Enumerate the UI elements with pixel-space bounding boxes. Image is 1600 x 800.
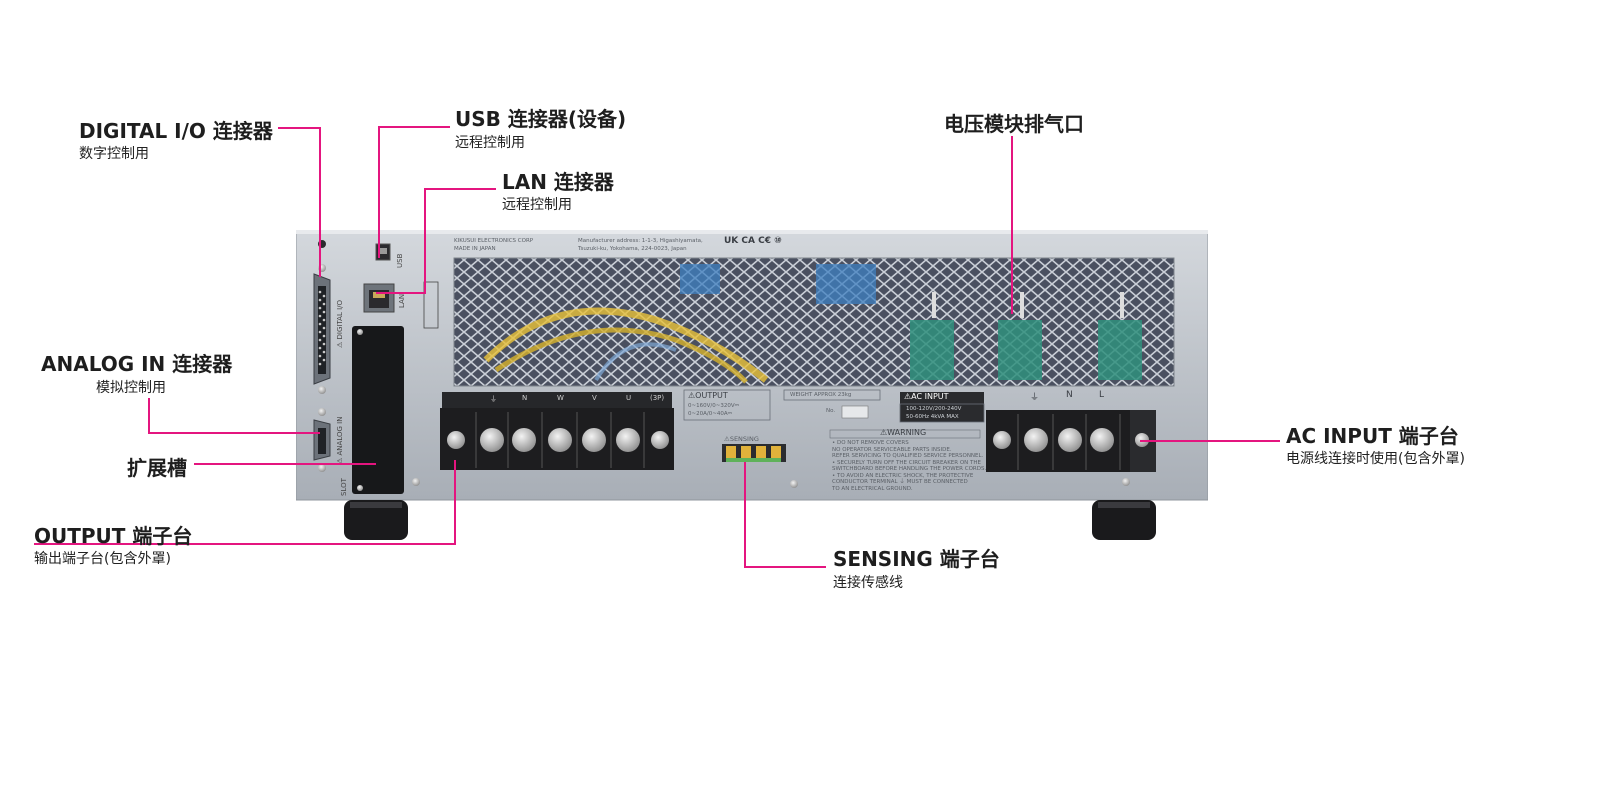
leader-usb-h — [378, 126, 450, 128]
right-foot — [1092, 500, 1156, 540]
usb-panel-label: USB — [396, 253, 404, 268]
leader-lan-h — [424, 188, 496, 190]
leader-lan-h2 — [376, 292, 426, 294]
panel-address-2: Tsuzuki-ku, Yokohama, 224-0023, Japan — [578, 246, 687, 252]
callout-slot-title: 扩展槽 — [127, 456, 187, 480]
panel-made-in: MADE IN JAPAN — [454, 246, 496, 252]
warning-line: TO AN ELECTRICAL GROUND. — [832, 485, 913, 492]
leader-lan-v — [424, 188, 426, 294]
leader-analog-in-v — [148, 398, 150, 434]
warning-panel-label: ⚠WARNING — [880, 428, 927, 437]
digital-io-panel-label: ⚠ DIGITAL I/O — [336, 299, 344, 348]
lan-panel-label: LAN — [398, 293, 406, 308]
leader-analog-in-h — [148, 432, 320, 434]
left-foot — [344, 500, 408, 540]
serial-no-label: No. — [826, 408, 836, 414]
weight-label: WEIGHT APPROX 23kg — [790, 392, 852, 398]
leader-sensing-v — [744, 462, 746, 568]
leader-vent-v — [1011, 136, 1013, 314]
warning-text-block: • DO NOT REMOVE COVERS NO OPERATOR SERVI… — [832, 440, 992, 492]
leader-sensing-h — [744, 566, 826, 568]
warning-line: SWITCHBOARD BEFORE HANDLING THE POWER CO… — [832, 466, 987, 472]
leader-digital-io-v — [319, 127, 321, 277]
warning-line: CONDUCTOR TERMINAL ⏚ MUST BE CONNECTED — [832, 479, 968, 485]
callout-sensing-sub: 连接传感线 — [833, 575, 903, 591]
ac-terminal-label: L — [1099, 390, 1105, 400]
callout-lan-sub: 远程控制用 — [502, 197, 572, 213]
panel-maker: KIKUSUI ELECTRONICS CORP — [454, 238, 534, 244]
sensing-terminal-block — [722, 444, 786, 462]
callout-digital-io-title: DIGITAL I/O 连接器 — [79, 119, 273, 143]
callout-output-sub: 输出端子台(包含外罩) — [34, 551, 171, 567]
leader-ac-input-h — [1140, 440, 1280, 442]
callout-digital-io-sub: 数字控制用 — [79, 146, 149, 162]
warning-line: NO OPERATOR SERVICEABLE PARTS INSIDE. — [832, 446, 952, 453]
output-spec-2: 0~20A/0~40A⎓ — [688, 411, 732, 417]
ac-input-panel-label: ⚠AC INPUT — [904, 392, 949, 401]
callout-ac-input-title: AC INPUT 端子台 — [1286, 424, 1459, 448]
output-terminal-label: N — [522, 394, 528, 402]
panel-address-1: Manufacturer address: 1-1-3, Higashiyama… — [578, 238, 703, 244]
callout-output-title: OUTPUT 端子台 — [34, 524, 193, 548]
warning-line: REFER SERVICING TO QUALIFIED SERVICE PER… — [832, 453, 984, 459]
callout-ac-input-sub: 电源线连接时使用(包含外罩) — [1286, 451, 1465, 467]
analog-in-panel-label: ⚠ ANALOG IN — [336, 416, 344, 464]
ac-spec-1: 100-120V/200-240V — [906, 406, 962, 412]
warning-line: • SECURELY TURN OFF THE CIRCUIT BREAKER … — [832, 459, 982, 466]
callout-sensing-title: SENSING 端子台 — [833, 547, 1000, 571]
sensing-panel-label: ⚠SENSING — [724, 435, 759, 443]
slot-panel-label: SLOT — [340, 478, 348, 496]
vent-mesh — [453, 257, 1175, 387]
output-terminal-label: V — [592, 394, 597, 402]
leader-output-v — [454, 460, 456, 545]
ac-terminal-label: N — [1066, 390, 1073, 400]
leader-slot-h — [194, 463, 376, 465]
callout-lan-title: LAN 连接器 — [502, 170, 614, 194]
warning-line: • TO AVOID AN ELECTRIC SHOCK, THE PROTEC… — [832, 472, 974, 479]
output-terminal-label: W — [557, 394, 564, 402]
device-illustration — [296, 230, 1208, 540]
panel-marks: UK CA C€ ⑩ — [724, 236, 782, 246]
expansion-slot — [352, 326, 404, 494]
output-terminal-label: U — [626, 394, 632, 402]
leader-digital-io-h — [278, 127, 321, 129]
device-rear-panel: KIKUSUI ELECTRONICS CORP MADE IN JAPAN M… — [296, 230, 1208, 540]
output-spec-1: 0~160V/0~320V⎓ — [688, 403, 739, 409]
ac-spec-2: 50-60Hz 4kVA MAX — [906, 414, 959, 420]
callout-usb-sub: 远程控制用 — [455, 135, 525, 151]
callout-vent-title: 电压模块排气口 — [944, 112, 1084, 136]
output-terminal-label: ⏚ — [490, 395, 497, 403]
callout-analog-in-sub: 模拟控制用 — [96, 380, 166, 396]
callout-analog-in-title: ANALOG IN 连接器 — [41, 352, 233, 376]
leader-output-h — [34, 543, 456, 545]
ac-terminal-label: ⏚ — [1030, 393, 1040, 403]
callout-usb-title: USB 连接器(设备) — [455, 107, 627, 131]
leader-usb-v — [378, 126, 380, 258]
warning-line: • DO NOT REMOVE COVERS — [832, 440, 909, 446]
output-panel-label: ⚠OUTPUT — [688, 391, 728, 400]
output-terminal-label: (3P) — [650, 394, 665, 402]
